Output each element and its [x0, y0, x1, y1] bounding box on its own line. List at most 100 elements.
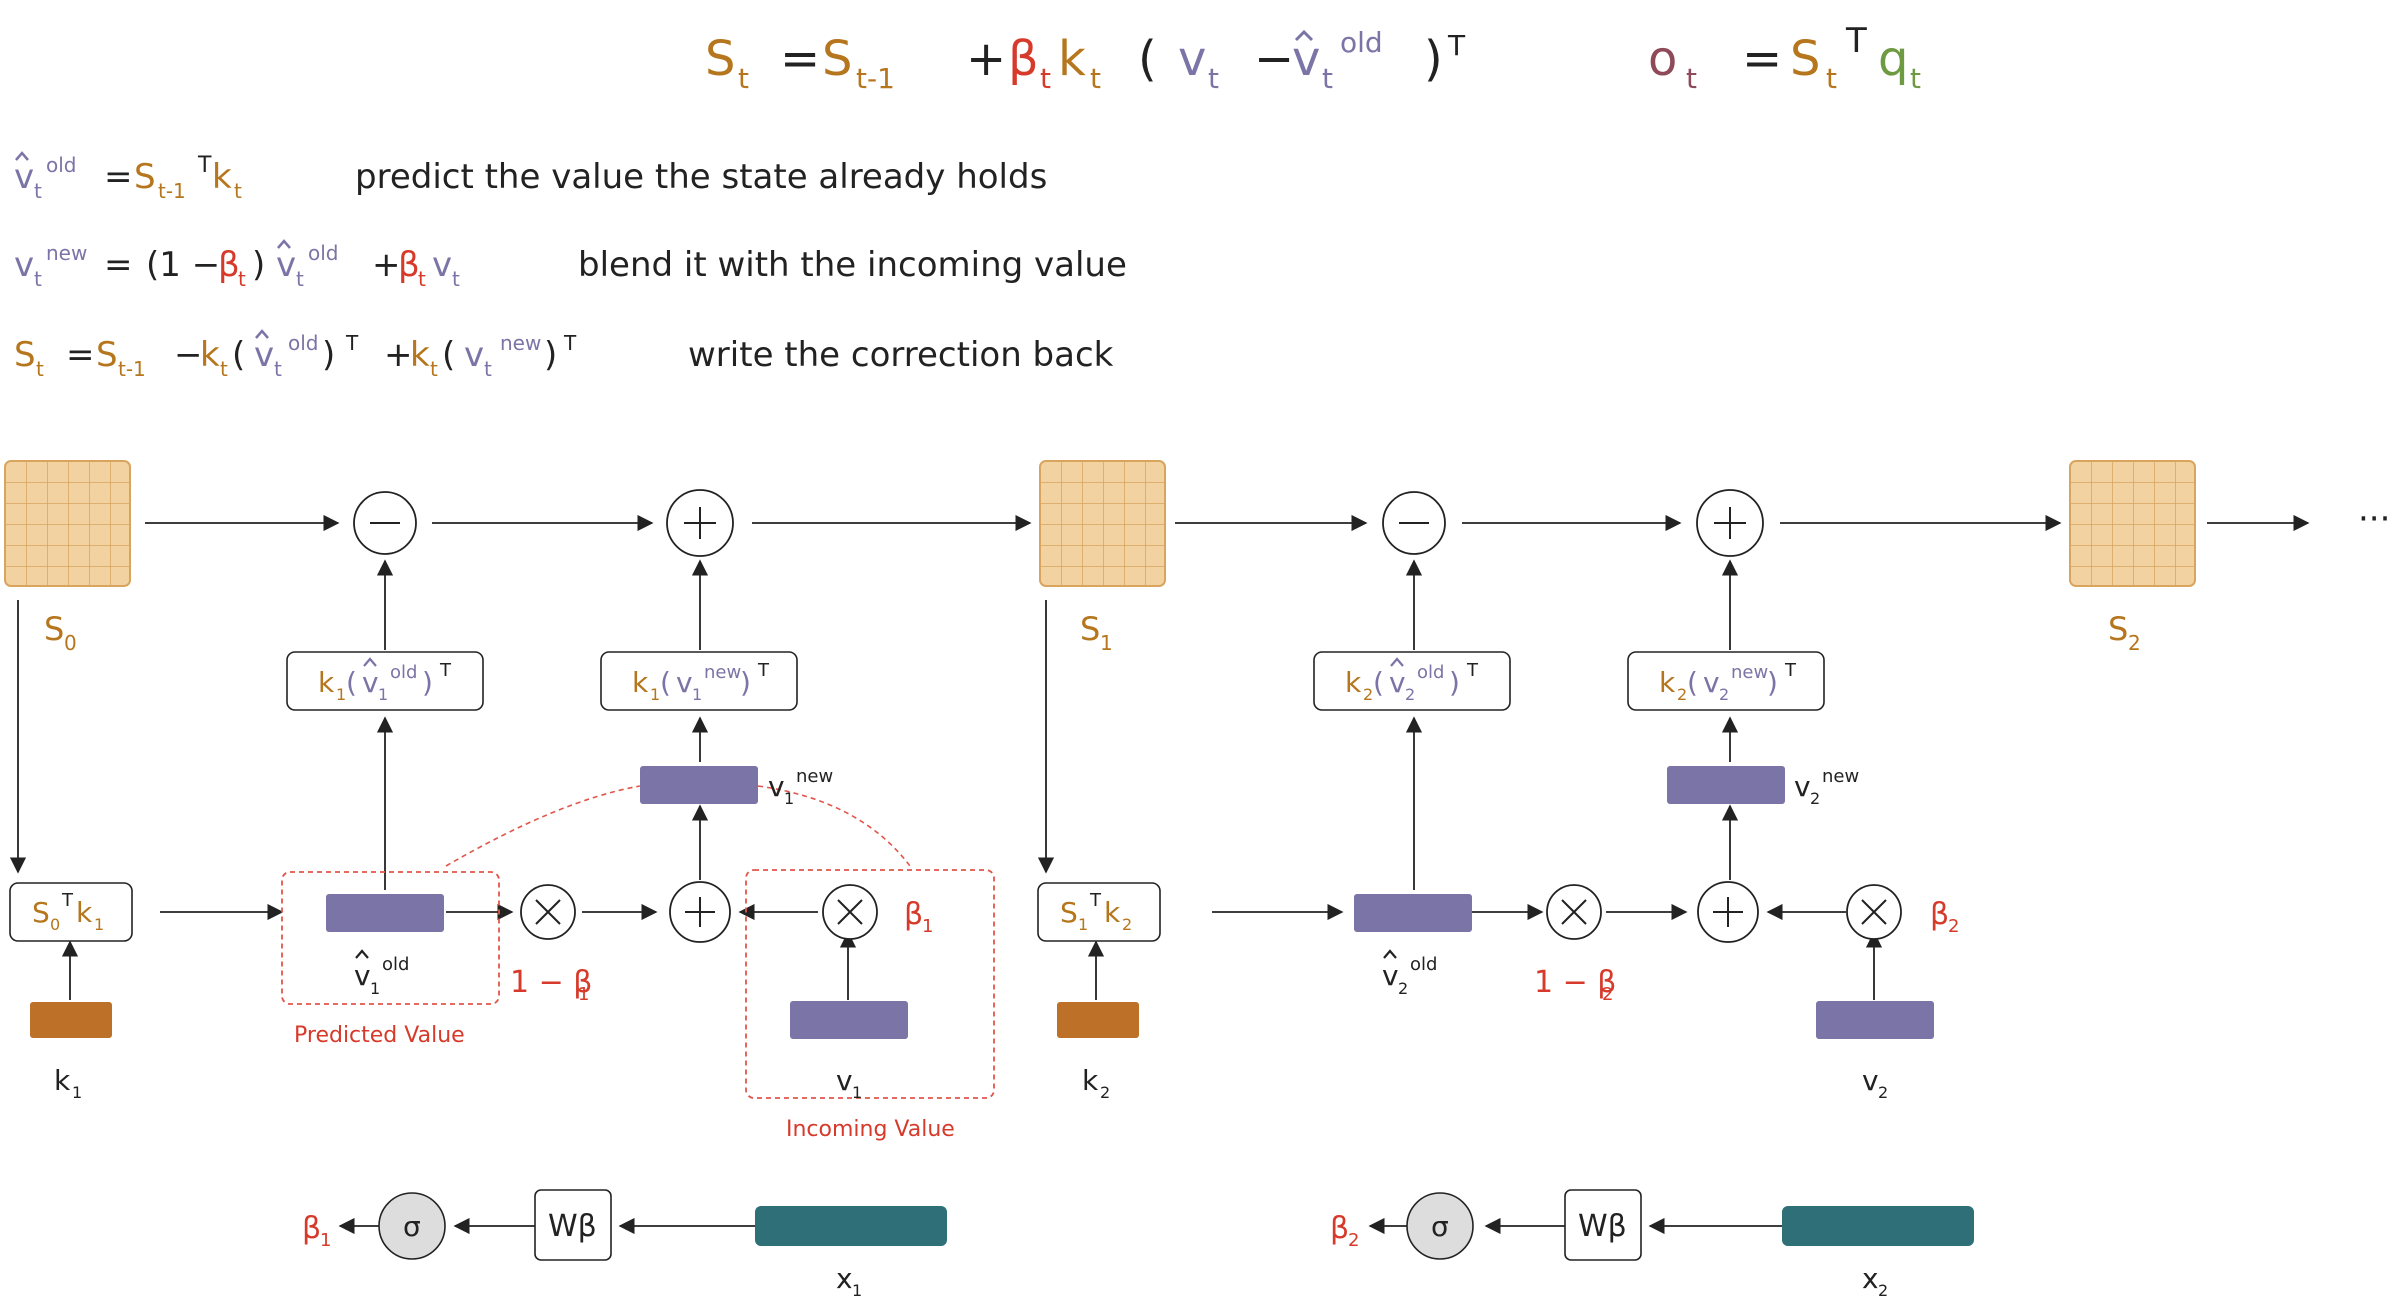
new-box-2-v-sub: 2	[1719, 685, 1729, 704]
new-box-2-v: v	[1703, 666, 1720, 699]
eq-query: q	[1878, 31, 1908, 87]
new-box-1-key-sub: 1	[650, 685, 660, 704]
step2-beta: β	[218, 245, 240, 285]
op-plus-2	[1696, 489, 1764, 557]
old-box-1-vhat: v	[362, 666, 379, 699]
input-bar-x1	[755, 1206, 947, 1246]
eq-state-2-sup: T	[1845, 21, 1867, 61]
step3-description: write the correction back	[688, 335, 1114, 375]
step2-vnew: v	[14, 245, 34, 285]
op-times-2b	[1846, 884, 1902, 940]
top-equation: S t = S t-1 + β t k t ( v t − v t old ) …	[705, 21, 1921, 95]
step3-prev-state-sub: t-1	[118, 357, 146, 381]
step3-close: )	[322, 335, 335, 375]
step3-minus: −	[174, 335, 203, 375]
step3-vnew-sub: t	[484, 357, 492, 381]
step2-vhat-sub: t	[296, 267, 304, 291]
new-box-1-close: )	[740, 666, 751, 699]
hat-icon	[1390, 657, 1404, 667]
state-label-s1: S	[1080, 610, 1100, 648]
one-minus-beta-2: 1 − β	[1534, 965, 1616, 1000]
state-matrix-s1	[1039, 460, 1166, 587]
step2-plus: +	[372, 245, 401, 285]
hat-icon	[1383, 949, 1397, 959]
op-times-2a	[1546, 884, 1602, 940]
hat-icon	[255, 329, 269, 339]
query-box-1-state: S	[32, 896, 50, 929]
vold-label-1: v	[354, 959, 371, 992]
eq-output-sub: t	[1686, 62, 1697, 95]
vnew-label-1: v	[768, 770, 785, 803]
vnew-bar-2	[1667, 766, 1785, 804]
new-box-1-v: v	[676, 666, 693, 699]
vold-label-2-sub: 2	[1398, 979, 1408, 998]
vnew-bar-1	[640, 766, 758, 804]
w-beta-box-2: Wβ	[1564, 1189, 1642, 1261]
new-box-2-transpose: T	[1784, 660, 1797, 681]
step2-beta-2-sub: t	[418, 267, 426, 291]
step3-eq: =	[66, 335, 95, 375]
eq-state-lhs: S	[705, 31, 735, 87]
step3-key-2: k	[410, 335, 430, 375]
step1-vhat-sub: t	[34, 179, 42, 203]
input-label-x1: x	[836, 1262, 853, 1295]
query-box-2-state-sub: 1	[1078, 915, 1088, 934]
old-box-2-vhat-sup: old	[1417, 662, 1444, 683]
op-minus-1	[353, 491, 417, 555]
step3-prev-state: S	[96, 335, 118, 375]
state-label-s0-sub: 0	[64, 631, 77, 655]
eq-prev-state-sub: t-1	[856, 62, 895, 95]
hat-icon	[1294, 29, 1314, 42]
one-minus-beta-1-sub: 1	[578, 984, 589, 1005]
new-correction-box-2: k 2 ( v 2 new ) T	[1627, 651, 1825, 711]
query-box-1-key-sub: 1	[94, 915, 104, 934]
input-label-x1-sub: 1	[852, 1281, 862, 1300]
eq-paren-open: (	[1138, 31, 1157, 87]
eq-plus: +	[966, 31, 1006, 87]
state-label-s2-sub: 2	[2128, 631, 2141, 655]
one-minus-beta-1: 1 − β	[510, 965, 592, 1000]
value-label-2-sub: 2	[1878, 1083, 1888, 1102]
hat-icon	[355, 949, 369, 959]
state-label-s2: S	[2108, 610, 2128, 648]
step3-plus: +	[384, 335, 413, 375]
old-correction-box-2: k 2 ( v 2 old ) T	[1313, 651, 1511, 711]
eq-beta: β	[1008, 31, 1039, 87]
vold-label-2: v	[1382, 959, 1399, 992]
dashed-connector-left	[445, 785, 641, 867]
old-box-2-open: (	[1373, 666, 1384, 699]
vold-label-1-sub: 1	[370, 979, 380, 998]
w-beta-label-2: Wβ	[1578, 1209, 1627, 1244]
old-box-1-key: k	[318, 666, 335, 699]
dashed-connector-right	[757, 785, 911, 867]
w-beta-label-1: Wβ	[548, 1209, 597, 1244]
key-vector-bar-1	[30, 1002, 112, 1038]
state-matrix-s0	[4, 460, 131, 587]
step-1: v t old = S t-1 T k t predict the value …	[14, 151, 1047, 203]
vnew-label-1-sup: new	[796, 766, 833, 787]
input-label-x2-sub: 2	[1878, 1281, 1888, 1300]
new-box-1-v-sup: new	[704, 662, 741, 683]
step3-open-2: (	[442, 335, 455, 375]
old-box-2-close: )	[1449, 666, 1460, 699]
state-label-s0: S	[44, 610, 64, 648]
step3-key-sub: t	[220, 357, 228, 381]
query-box-2-transpose: T	[1089, 890, 1102, 911]
new-box-2-key: k	[1659, 666, 1676, 699]
step1-vhat: v	[14, 157, 34, 197]
eq-equals-2: =	[1742, 31, 1782, 87]
sigmoid-node-1: σ	[378, 1192, 446, 1260]
step3-transpose-2: T	[563, 331, 577, 355]
beta-output-2: β	[1330, 1211, 1349, 1246]
op-plus-1b	[669, 881, 731, 943]
value-label-1-sub: 1	[852, 1083, 862, 1102]
step3-open: (	[232, 335, 245, 375]
new-box-2-v-sup: new	[1731, 662, 1768, 683]
step1-description: predict the value the state already hold…	[355, 157, 1047, 197]
vnew-label-2-sub: 2	[1810, 789, 1820, 808]
block-2: S 2 S 1 T k 2 k 2	[1037, 559, 2141, 1300]
eq-v-sub: t	[1208, 62, 1219, 95]
eq-prev-state: S	[822, 31, 852, 87]
step2-vhat: v	[276, 245, 296, 285]
